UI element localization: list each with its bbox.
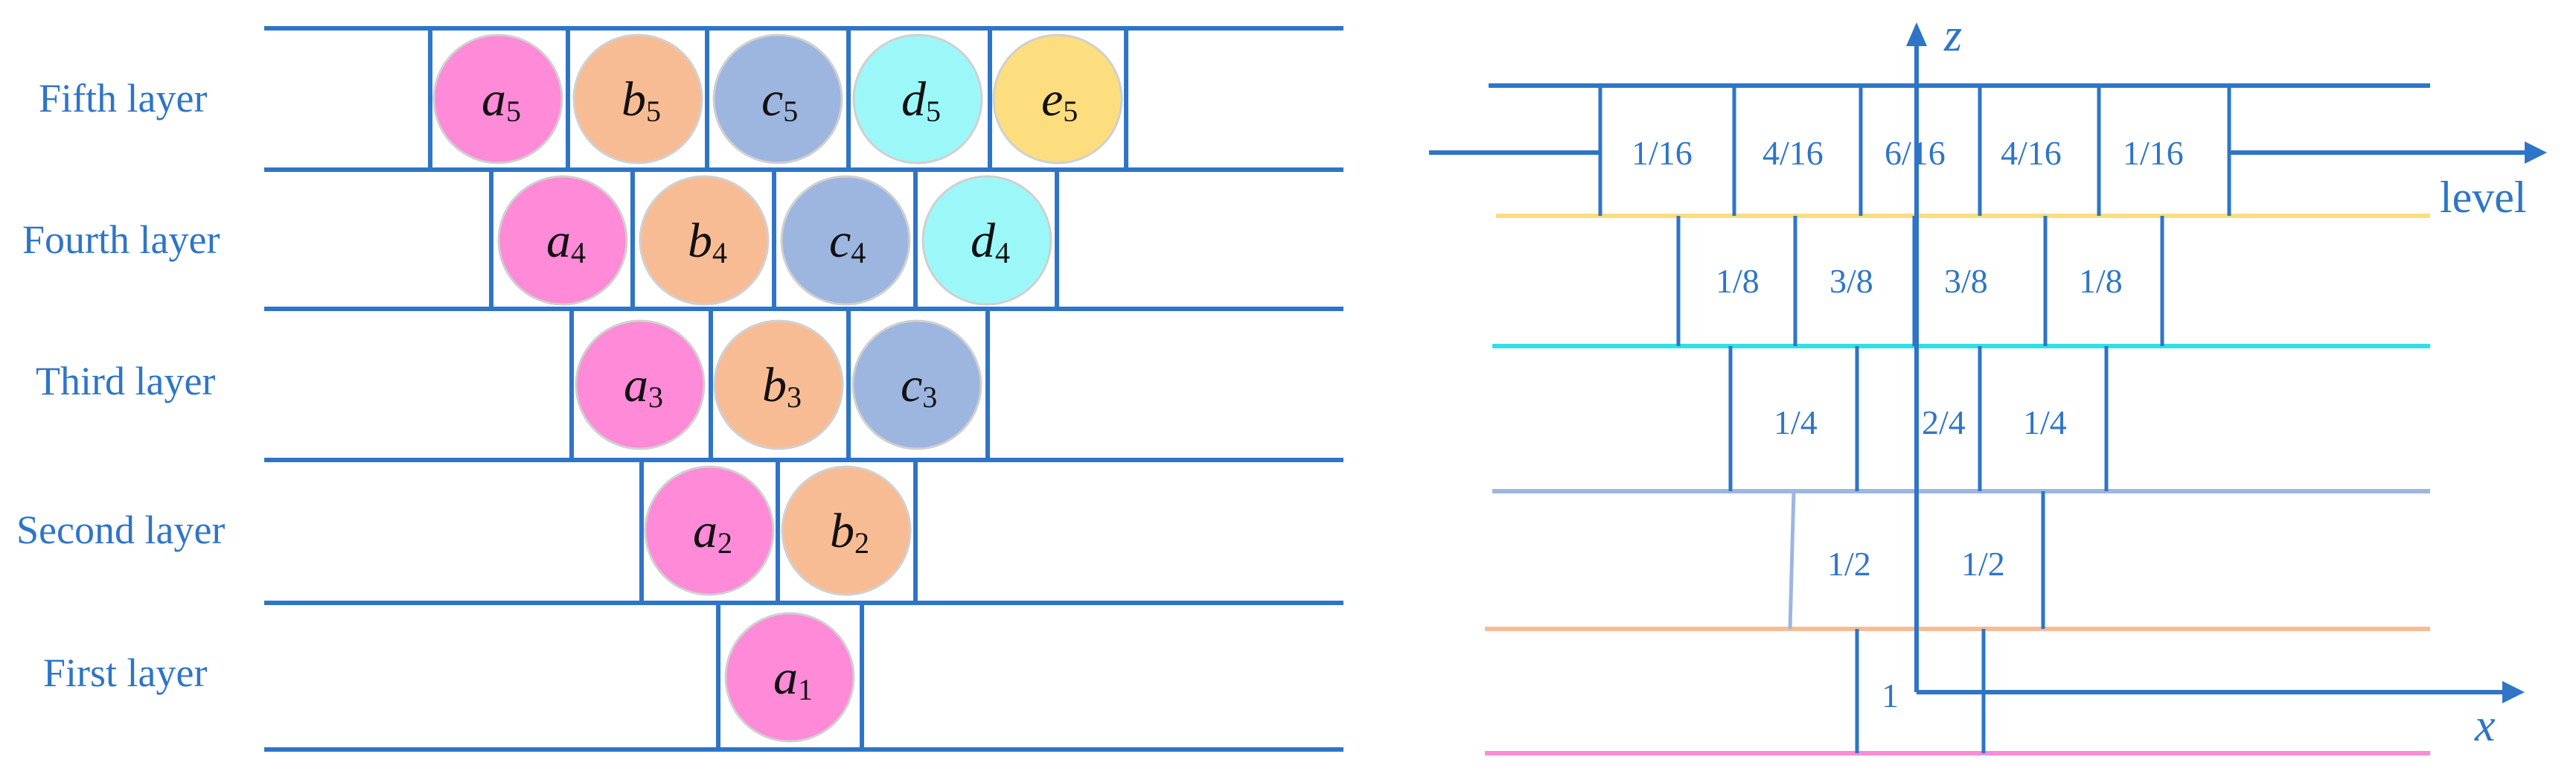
fraction-label: 6/16 [1885,134,1946,172]
ball-a5: a5 [432,33,563,164]
right-weight-diagram [1429,22,2547,755]
ball-circle [724,612,855,743]
ball-circle [852,33,983,164]
layer-label-fourth: Fourth layer [22,217,220,262]
fraction-label: 2/4 [1922,403,1966,441]
ball-b3: b3 [713,319,844,450]
z-arrowhead [1906,22,1927,46]
fraction-label: 1/4 [2023,403,2067,441]
ball-circle [713,319,844,450]
ball-d5: d5 [852,33,983,164]
ball-subscript: 5 [646,95,661,128]
fraction-label: 1/16 [2123,134,2184,172]
level-arrowhead [2525,141,2547,164]
ball-subscript: 5 [783,95,798,128]
ball-subscript: 2 [717,526,732,560]
row2-divider [1788,490,1796,630]
level-axis-label: level [2440,173,2527,222]
ball-subscript: 4 [571,236,586,269]
layer-label-second: Second layer [16,508,225,552]
ball-circle [432,33,563,164]
fraction-labels: 1/16 4/16 6/16 4/16 1/16 1/8 3/8 3/8 1/8… [1631,134,2184,715]
ball-circle [992,33,1123,164]
ball-a4: a4 [497,175,628,306]
layer-label-first: First layer [43,650,207,695]
fraction-label: 1 [1882,677,1899,715]
ball-subscript: 3 [922,380,937,414]
ball-a3: a3 [575,319,706,450]
ball-a2: a2 [644,465,775,596]
fraction-label: 1/8 [2079,262,2123,300]
ball-subscript: 5 [1063,95,1078,128]
ball-b4: b4 [639,175,770,306]
ball-subscript: 4 [995,236,1010,269]
fraction-label: 3/8 [1944,262,1988,300]
ball-b5: b5 [572,33,703,164]
ball-circle [644,465,775,596]
ball-subscript: 5 [506,95,521,128]
ball-circle [497,175,628,306]
ball-c3: c3 [851,319,982,450]
ball-label: b3 [762,358,802,414]
ball-subscript: 4 [851,236,866,269]
ball-subscript: 1 [798,673,813,706]
fraction-label: 4/16 [1762,134,1824,172]
x-axis-label: x [2474,700,2496,751]
ball-circle [575,319,706,450]
layer-label-fifth: Fifth layer [39,76,207,121]
ball-subscript: 2 [854,526,869,560]
fraction-label: 1/2 [1827,545,1871,583]
fraction-label: 1/2 [1961,545,2005,583]
ball-a1: a1 [724,612,855,743]
layer-label-third: Third layer [36,359,215,403]
ball-subscript: 3 [787,380,802,414]
layer-labels: Fifth layer Fourth layer Third layer Sec… [16,76,225,695]
ball-circle [780,175,911,306]
fraction-label: 1/4 [1774,403,1818,441]
ball-d4: d4 [921,175,1052,306]
fraction-label: 1/8 [1716,262,1760,300]
z-axis-label: z [1943,10,1962,61]
ball-subscript: 5 [926,95,941,128]
ball-circle [851,319,982,450]
ball-subscript: 3 [648,380,663,414]
ball-circle [572,33,703,164]
ball-circle [712,33,843,164]
ball-b2: b2 [781,465,912,596]
ball-label: d4 [971,214,1010,269]
ball-label: c3 [901,358,937,414]
fraction-label: 1/16 [1631,134,1693,172]
ball-circle [639,175,770,306]
x-arrowhead [2502,681,2525,703]
left-layer-diagram [264,26,1343,752]
fraction-label: 4/16 [2001,134,2062,172]
ball-circle [921,175,1052,306]
ball-e5: e5 [992,33,1123,164]
ball-c5: c5 [712,33,843,164]
ball-c4: c4 [780,175,911,306]
fraction-label: 3/8 [1829,262,1873,300]
ball-circle [781,465,912,596]
ball-subscript: 4 [712,236,727,269]
